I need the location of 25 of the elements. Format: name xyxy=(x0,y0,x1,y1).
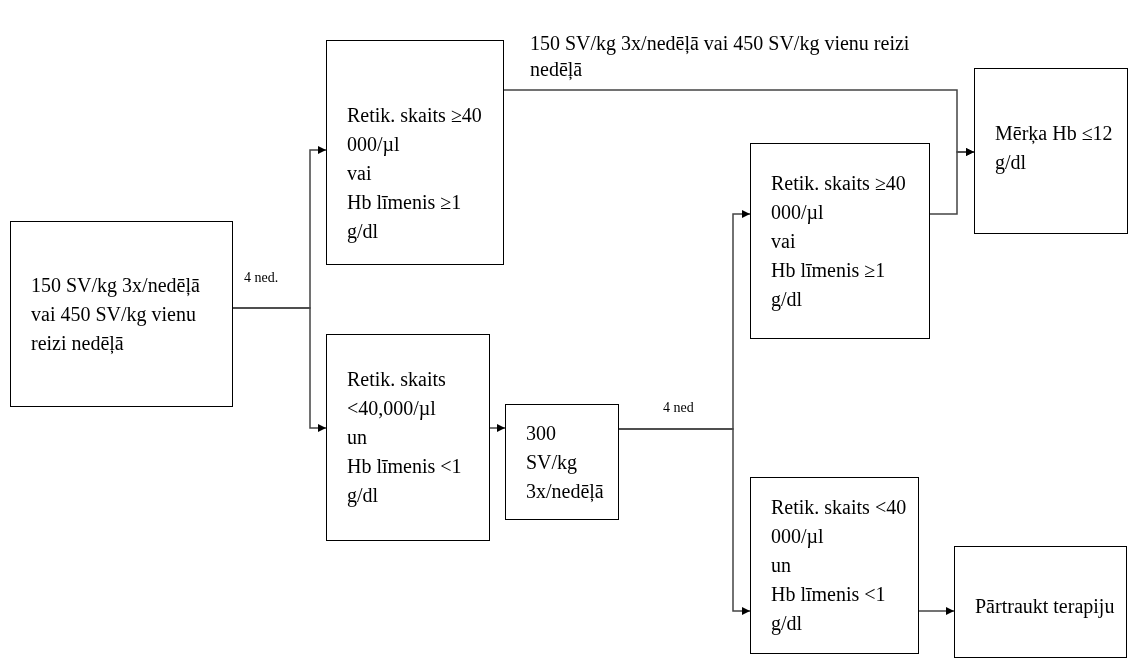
arrow xyxy=(929,148,975,215)
node-text: Hb līmenis ≥1 g/dl xyxy=(347,190,463,245)
node-text: un xyxy=(771,553,792,578)
condition-box xyxy=(750,143,930,339)
arrow xyxy=(232,307,327,432)
arrow xyxy=(918,607,955,615)
node-text: Hb līmenis <1 g/dl xyxy=(347,454,463,509)
node-text: 150 SV/kg 3x/nedēļā vai 450 SV/kg vienu reizi nedēļā xyxy=(31,272,201,356)
node-text: Hb līmenis ≥1 g/dl xyxy=(771,257,887,313)
arrow xyxy=(618,428,751,615)
process-box xyxy=(505,404,619,520)
node-text: Pārtraukt terapiju xyxy=(975,594,1116,620)
node-text: vai xyxy=(347,161,373,186)
process-box xyxy=(10,221,233,407)
condition-box xyxy=(750,477,919,654)
outcome-box xyxy=(974,68,1128,234)
condition-box xyxy=(326,40,504,265)
node-text: Hb līmenis <1 g/dl xyxy=(771,582,887,637)
node-text: un xyxy=(347,425,368,450)
outcome-box xyxy=(954,546,1127,658)
node-text: 300 SV/kg 3x/nedēļā xyxy=(526,420,605,504)
node-text: vai xyxy=(771,228,797,254)
node-text: Mērķa Hb ≤12 g/dl xyxy=(995,121,1114,176)
arrow xyxy=(489,424,506,432)
condition-box xyxy=(326,334,490,541)
